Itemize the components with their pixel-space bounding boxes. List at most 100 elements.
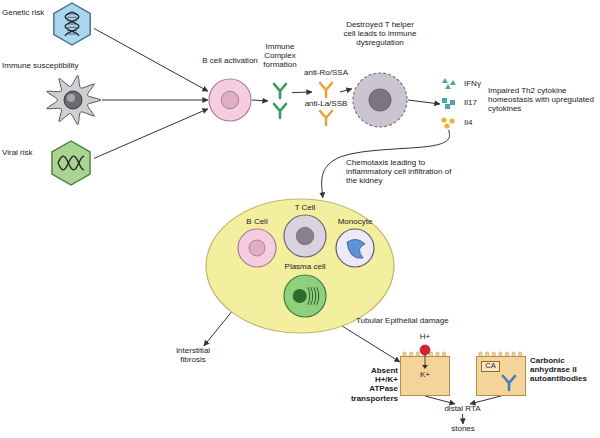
node-text: distal RTA	[444, 404, 481, 413]
node-shape	[48, 140, 94, 186]
node-shape	[283, 274, 327, 318]
connector-arrow	[342, 326, 400, 362]
node-text: Impaired Th2 cytokine homeostasis with u…	[488, 86, 596, 114]
node-text: Viral risk	[2, 148, 46, 157]
infiltrate-ellipse	[206, 199, 394, 333]
node-shape	[283, 214, 327, 258]
drawing-part	[401, 345, 450, 396]
antibody-symbol	[320, 111, 332, 125]
cell-nucleus	[249, 240, 265, 256]
helix-rung	[67, 24, 77, 25]
helix-rung	[67, 17, 77, 18]
drawing-part	[284, 215, 326, 257]
tubular-cell: CACarbonic anhydrase II autoantibodies	[476, 356, 526, 396]
endoplasmic-line	[311, 287, 313, 305]
risk-icon: Viral risk	[48, 140, 94, 186]
drawing-part	[52, 141, 90, 185]
antibody-symbol	[320, 83, 332, 97]
cell-nucleus	[64, 91, 82, 109]
endoplasmic-line	[317, 287, 319, 305]
drawing-part	[336, 229, 374, 267]
node-text: K+	[416, 370, 434, 379]
antibody-symbol	[274, 84, 286, 98]
node-text: Carbonic anhydrase II autoantibodies	[530, 356, 594, 384]
helix-rung	[67, 27, 77, 28]
cell-node: Plasma cell	[283, 274, 327, 318]
tubular-cell: H+K+Absent H+/K+ ATPase transporters	[400, 356, 450, 396]
cell-body	[353, 73, 407, 127]
cell-body	[284, 215, 326, 257]
connector-arrow	[204, 310, 234, 346]
cell-body	[209, 79, 251, 121]
cytokine-square	[445, 104, 450, 109]
node-text: CA	[481, 361, 500, 372]
antibody-node: Immune Complex formation	[268, 80, 292, 122]
cytokine-triangle	[445, 84, 451, 89]
connector-arrow	[470, 396, 501, 404]
cell-body	[336, 229, 374, 267]
node-text: stones	[451, 424, 475, 433]
node-shape	[237, 228, 277, 268]
cytokine-triangle	[442, 78, 448, 83]
antibody-symbol	[503, 376, 515, 390]
connector-arrow	[462, 414, 464, 424]
cell-nucleus	[369, 89, 391, 111]
cytokine-dot	[441, 117, 446, 122]
endoplasmic-line	[314, 287, 316, 305]
outcome-text: distal RTA	[444, 404, 481, 414]
helix-rung	[67, 30, 77, 31]
node-shape	[268, 80, 292, 122]
drawing-part	[209, 79, 251, 121]
cell-nucleus	[221, 91, 239, 109]
drawing-part	[441, 78, 456, 129]
node-shape	[440, 78, 462, 130]
node-text: anti-Ro/SSA	[302, 68, 350, 77]
node-text: IFNγ	[464, 79, 488, 88]
cytokine-dot	[444, 123, 449, 128]
antibody-symbol	[274, 104, 286, 118]
drawing-part	[47, 75, 101, 124]
node-text: Absent H+/K+ ATPase transporters	[350, 366, 398, 403]
node-text: H+	[414, 332, 436, 341]
connector-arrow	[292, 92, 312, 94]
node-text: Il17	[464, 98, 488, 107]
cytokine-square	[442, 98, 447, 103]
node-shape	[44, 74, 102, 126]
node-text: Monocyte	[325, 217, 385, 226]
risk-icon: Genetic risk	[50, 2, 94, 46]
drawing-part	[54, 3, 90, 45]
helix-rung	[67, 14, 77, 15]
drawing-part	[477, 352, 526, 396]
node-text: Immune susceptibility	[2, 61, 94, 70]
helix-rung	[67, 20, 77, 21]
edge-label: Tubular Epithelial damage	[356, 316, 466, 325]
node-text: Il4	[464, 118, 488, 127]
node-text: Destroyed T helper cell leads to immune …	[342, 20, 418, 48]
cell-node: B cell activation	[208, 78, 252, 122]
hexagon-icon	[52, 141, 90, 185]
cytokine-square	[450, 100, 455, 105]
outcome-text: stones	[451, 424, 475, 434]
outcome-text: Interstitial fibrosis	[166, 346, 220, 365]
endoplasmic-line	[308, 287, 310, 305]
drawing-part	[274, 84, 286, 118]
transport-head	[422, 365, 428, 369]
edge-label: Chemotaxis leading to inflammatory cell …	[346, 158, 458, 186]
cell-body	[238, 229, 276, 267]
node-text: B Cell	[232, 217, 282, 226]
helix-strand	[58, 156, 84, 170]
node-text: Interstitial fibrosis	[166, 346, 220, 364]
node-text: T Cell	[275, 203, 335, 212]
node-text: B cell activation	[200, 56, 260, 65]
nucleus-highlight	[67, 94, 75, 102]
cell-node: Destroyed T helper cell leads to immune …	[352, 72, 408, 128]
connector-arrow	[408, 100, 440, 104]
node-text: Plasma cell	[275, 262, 335, 271]
connector-arrow	[94, 28, 208, 91]
antibody-node: anti-Ro/SSAanti-La/SSB	[312, 80, 340, 128]
node-text: Genetic risk	[2, 8, 48, 17]
transport-line	[425, 355, 426, 366]
node-shape	[335, 228, 375, 268]
node-shape	[352, 72, 408, 128]
